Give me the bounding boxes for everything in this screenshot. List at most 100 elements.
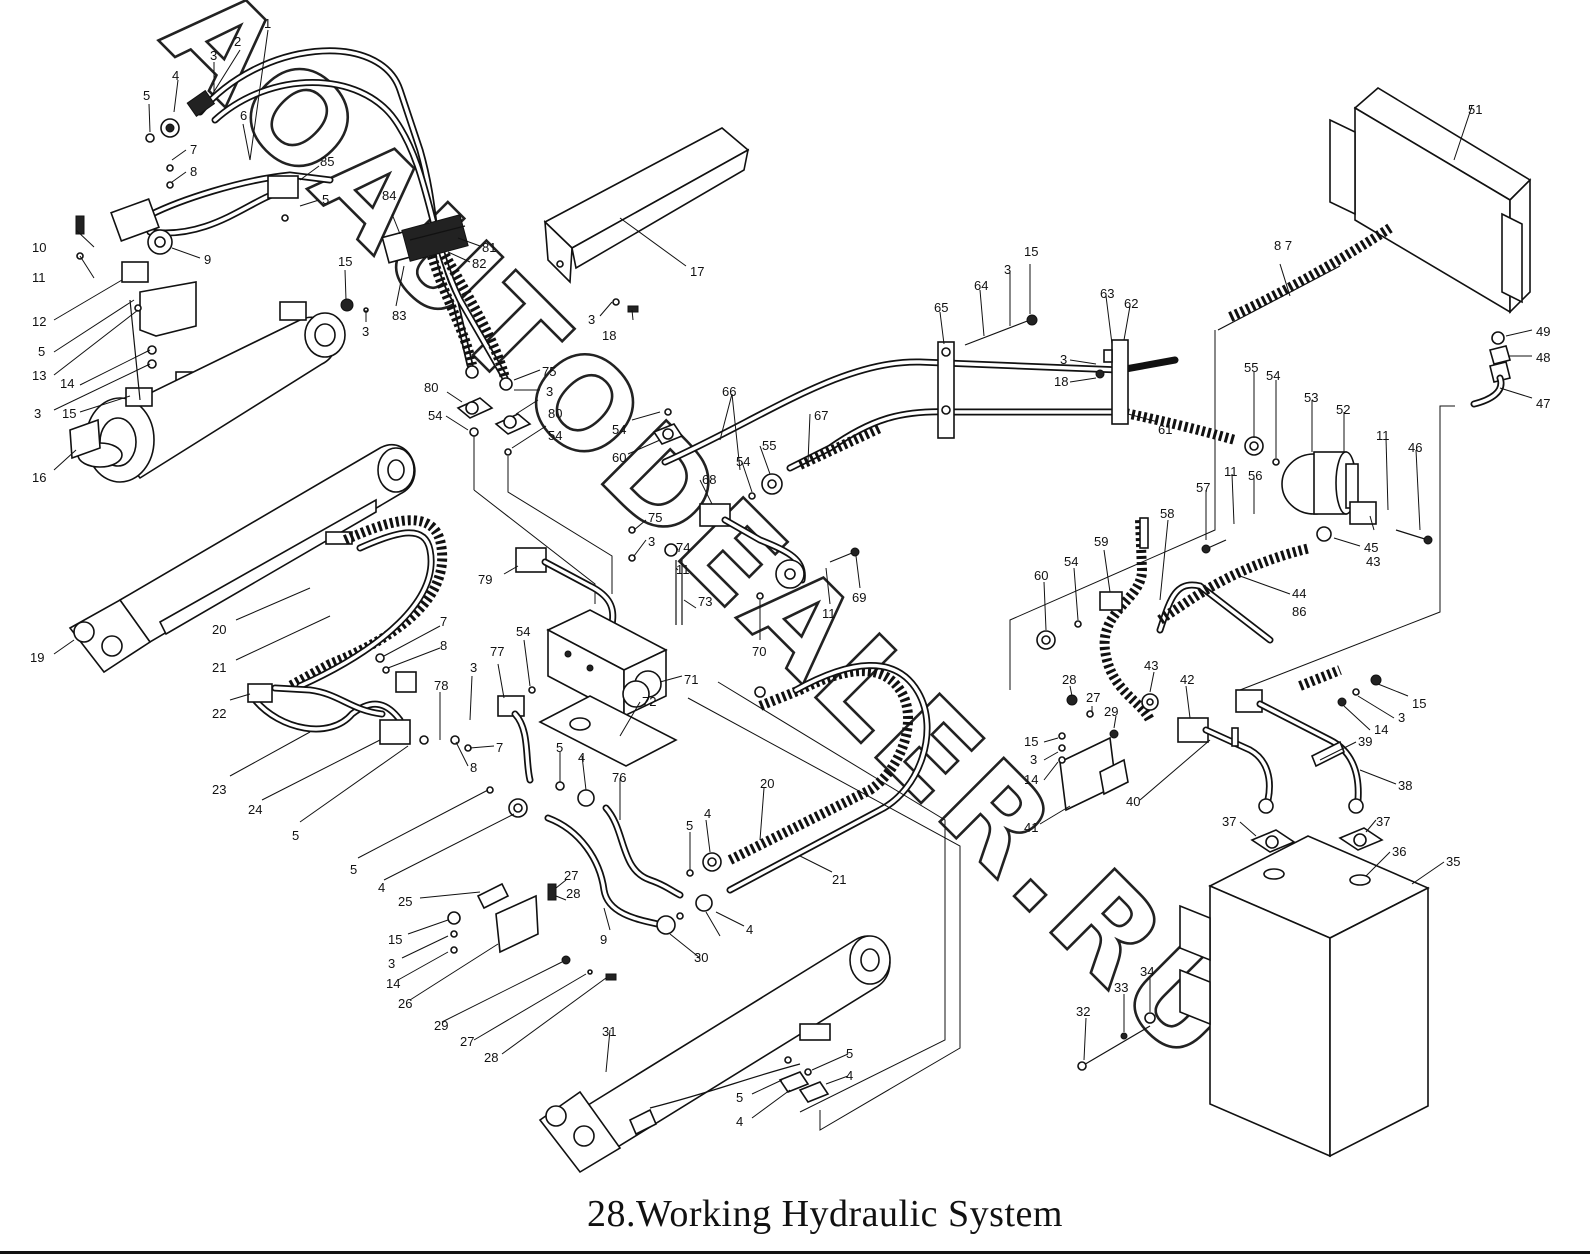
callout-label: 80 — [548, 406, 562, 421]
callout-label: 4 — [746, 922, 753, 937]
callout-label: 20 — [760, 776, 774, 791]
callout-label: 65 — [934, 300, 948, 315]
callout-label: 5 — [556, 740, 563, 755]
callout-label: 54 — [1064, 554, 1078, 569]
callout-label: 25 — [398, 894, 412, 909]
pipes-76-77 — [450, 686, 722, 935]
callout-label: 3 — [362, 324, 369, 339]
callout-label: 21 — [832, 872, 846, 887]
callout-label: 11 — [822, 606, 836, 621]
manifold-81-84 — [340, 214, 513, 391]
cylinder-31-assembly — [538, 935, 891, 1174]
callout-label: 29 — [1104, 704, 1118, 719]
callout-label: 47 — [1536, 396, 1550, 411]
callout-label: 62 — [1124, 296, 1138, 311]
callout-label: 69 — [852, 590, 866, 605]
callout-label: 5 — [350, 862, 357, 877]
guard-17 — [543, 127, 750, 313]
callout-label: 4 — [378, 880, 385, 895]
cylinder-16-assembly — [69, 47, 510, 483]
callout-label: 7 — [190, 142, 197, 157]
callout-label: 58 — [1160, 506, 1174, 521]
callout-label: 82 — [472, 256, 486, 271]
callout-label: 45 — [1364, 540, 1378, 555]
callout-label: 15 — [1412, 696, 1426, 711]
callout-label: 54 — [516, 624, 530, 639]
callout-label: 39 — [1358, 734, 1372, 749]
callout-label: 2 — [234, 34, 241, 49]
callout-label: 67 — [814, 408, 828, 423]
callout-label: 51 — [1468, 102, 1482, 117]
callout-label: 75 — [648, 510, 662, 525]
callout-label: 4 — [704, 806, 711, 821]
diagram-caption: 28.Working Hydraulic System — [587, 1193, 1063, 1235]
callout-label: 20 — [212, 622, 226, 637]
callout-label: 40 — [1126, 794, 1140, 809]
callout-label: 37 — [1376, 814, 1390, 829]
callout-label: 3 — [470, 660, 477, 675]
callout-label: 5 — [143, 88, 150, 103]
callout-label: 86 — [1292, 604, 1306, 619]
callout-label: 54 — [548, 428, 562, 443]
callout-label: 16 — [32, 470, 46, 485]
callout-label: 5 — [292, 828, 299, 843]
callout-label: 78 — [434, 678, 448, 693]
callout-label: 4 — [736, 1114, 743, 1129]
callout-label: 11 — [676, 562, 690, 577]
callout-label: 15 — [62, 406, 76, 421]
callout-label: 33 — [1114, 980, 1128, 995]
callout-label: 24 — [248, 802, 262, 817]
callout-label: 3 — [1060, 352, 1067, 367]
callout-label: 61 — [1158, 422, 1172, 437]
callout-label: 84 — [382, 188, 396, 203]
callout-label: 8 7 — [1274, 238, 1292, 253]
callout-label: 59 — [1094, 534, 1108, 549]
callout-label: 14 — [1024, 772, 1038, 787]
callout-label: 38 — [1398, 778, 1412, 793]
callout-label: 64 — [974, 278, 988, 293]
callout-label: 54 — [736, 454, 750, 469]
callout-label: 37 — [1222, 814, 1236, 829]
callout-label: 6 — [240, 108, 247, 123]
callout-label: 15 — [1024, 244, 1038, 259]
callout-label: 14 — [60, 376, 74, 391]
callout-label: 57 — [1196, 480, 1210, 495]
callout-label: 21 — [212, 660, 226, 675]
callout-label: 75 — [542, 364, 556, 379]
callout-label: 10 — [32, 240, 46, 255]
callout-labels: 1 2 3 4 5 6 7 8 85 5 10 9 11 12 5 13 14 … — [30, 16, 1550, 1129]
fitting-68-69 — [699, 503, 860, 589]
callout-label: 55 — [762, 438, 776, 453]
callout-label: 31 — [602, 1024, 616, 1039]
callout-label: 18 — [602, 328, 616, 343]
callout-label: 17 — [690, 264, 704, 279]
callout-label: 5 — [322, 192, 329, 207]
callout-label: 28 — [484, 1050, 498, 1065]
callout-label: 55 — [1244, 360, 1258, 375]
callout-label: 26 — [398, 996, 412, 1011]
callout-label: 3 — [1398, 710, 1405, 725]
tank-35 — [1077, 798, 1430, 1158]
callout-label: 54 — [428, 408, 442, 423]
callout-label: 46 — [1408, 440, 1422, 455]
callout-label: 71 — [684, 672, 698, 687]
callout-label: 15 — [1024, 734, 1038, 749]
callout-label: 27 — [460, 1034, 474, 1049]
callout-label: 28 — [566, 886, 580, 901]
callout-label: 54 — [612, 422, 626, 437]
callout-label: 60 — [612, 450, 626, 465]
callout-label: 3 — [546, 384, 553, 399]
callout-label: 3 — [210, 48, 217, 63]
callout-label: 11 — [1376, 428, 1390, 443]
callout-label: 54 — [1266, 368, 1280, 383]
callout-label: 15 — [338, 254, 352, 269]
cooler-51 — [1009, 87, 1532, 691]
bottom-border-line — [0, 1251, 1590, 1254]
callout-label: 74 — [676, 540, 690, 555]
callout-label: 14 — [1374, 722, 1388, 737]
callout-label: 3 — [588, 312, 595, 327]
callout-label: 5 — [846, 1046, 853, 1061]
callout-label: 83 — [392, 308, 406, 323]
callout-label: 13 — [32, 368, 46, 383]
